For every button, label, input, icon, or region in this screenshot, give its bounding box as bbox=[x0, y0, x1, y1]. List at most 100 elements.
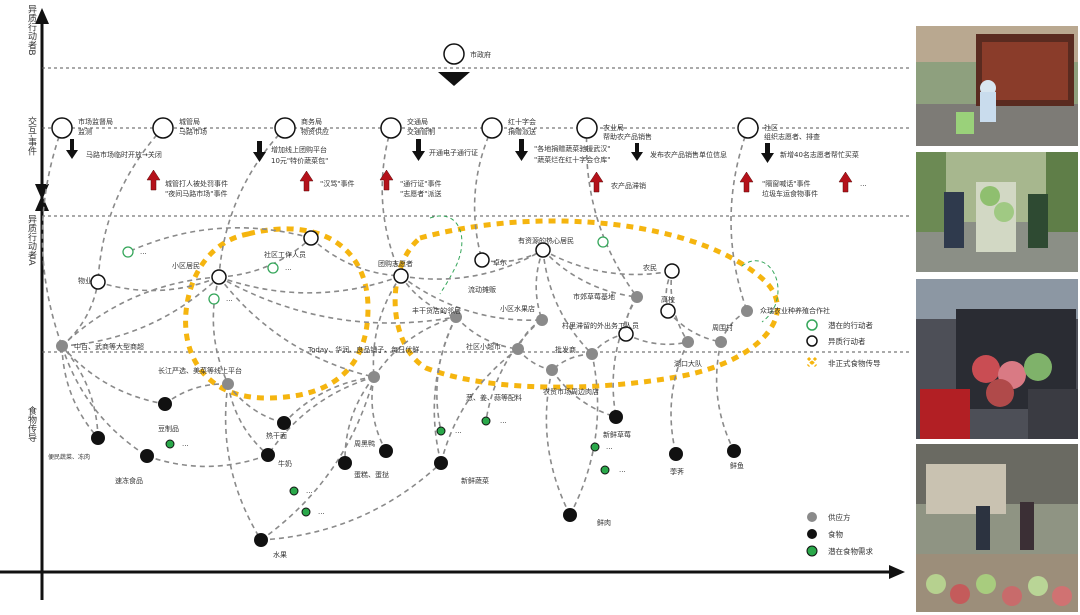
supplier-fruit-shop[interactable]: 小区水果店 bbox=[500, 304, 548, 326]
network-link bbox=[61, 345, 166, 405]
food-zhouheiya[interactable]: 周黑鸭 bbox=[354, 439, 393, 458]
network-link bbox=[371, 376, 387, 452]
actor-zhuoer[interactable]: 卓尔 bbox=[474, 252, 507, 268]
svg-text:牛奶: 牛奶 bbox=[278, 459, 292, 468]
supplier-dry-goods-neighbor[interactable]: 丰干货店的邻居 bbox=[412, 306, 462, 323]
actor-groupbuy-volunteer[interactable]: 团购志愿者 bbox=[378, 259, 413, 284]
network-link bbox=[542, 249, 638, 298]
food-condiments[interactable]: 葱、姜、蒜等配料 bbox=[466, 393, 522, 402]
actors-a: 物业 小区居民 社区工作人员 团购志愿者 卓尔 有资源的热心居民 农民 高校 bbox=[78, 230, 680, 342]
actor-resident-volunteer[interactable]: 有资源的热心居民 bbox=[518, 236, 574, 258]
actor-b-community[interactable]: 社区 组织志愿者、排查 bbox=[737, 117, 820, 141]
food-strawberry[interactable]: 新鲜草莓 bbox=[603, 410, 631, 439]
food-milk[interactable]: 牛奶 bbox=[261, 448, 292, 468]
actor-community-worker[interactable]: 社区工作人员 bbox=[264, 230, 319, 259]
network-link bbox=[485, 319, 542, 422]
actor-b-commerce[interactable]: 商务局 物资供应 bbox=[274, 117, 329, 139]
informal-transfer-rings bbox=[183, 218, 780, 401]
actor-b-red-cross[interactable]: 红十字会 捐赠派送 bbox=[481, 117, 536, 139]
svg-text:周围村: 周围村 bbox=[712, 323, 733, 332]
supplier-meat-shops[interactable]: 农贸市场周边肉店 bbox=[543, 364, 599, 396]
legend-informal-transfer: 非正式食物传导 bbox=[806, 356, 881, 368]
svg-text:帮助农产品销售: 帮助农产品销售 bbox=[603, 132, 652, 141]
actor-property[interactable]: 物业 bbox=[78, 274, 106, 290]
network-link bbox=[283, 376, 375, 424]
svg-text:Today、华润、良品铺子、每日优鲜: Today、华润、良品铺子、每日优鲜 bbox=[307, 345, 419, 354]
supplier-online-platforms[interactable]: 长江严选、美菜等线上平台 bbox=[158, 366, 242, 390]
network-link bbox=[61, 276, 220, 347]
svg-text:村里滞留的外出务工人员: 村里滞留的外出务工人员 bbox=[562, 321, 639, 330]
svg-text:社区小超市: 社区小超市 bbox=[466, 342, 501, 351]
actor-farmer[interactable]: 农民 bbox=[643, 263, 680, 279]
potential-demand bbox=[165, 416, 610, 517]
potential-actors bbox=[122, 236, 609, 305]
svg-text:市郊草莓基地: 市郊草莓基地 bbox=[573, 292, 615, 301]
actor-migrant-workers[interactable]: 村里滞留的外出务工人员 bbox=[562, 321, 639, 342]
network-link bbox=[730, 127, 749, 312]
svg-text:批发商: 批发商 bbox=[555, 345, 576, 354]
legend-actors: 潜在的行动者 异质行动者 非正式食物传导 bbox=[806, 319, 881, 368]
network-link bbox=[61, 345, 99, 439]
food-fish[interactable]: 鲜鱼 bbox=[727, 444, 744, 470]
actor-b-market-supervision[interactable]: 市场监督局 监测 bbox=[51, 117, 113, 139]
network-link bbox=[127, 227, 312, 253]
actor-b-agriculture[interactable]: 农业局 帮助农产品销售 bbox=[576, 117, 652, 141]
event-more: ... bbox=[860, 180, 867, 188]
actor-university[interactable]: 高校 bbox=[660, 295, 676, 319]
actor-b-transport[interactable]: 交通局 交通管制 bbox=[380, 117, 435, 139]
food-hot-noodles[interactable]: 热干面 bbox=[266, 416, 291, 440]
supplier-cooperative[interactable]: 众瑞农业种养殖合作社 bbox=[741, 305, 830, 317]
actor-residents[interactable]: 小区居民 bbox=[172, 261, 227, 285]
supplier-today-chain[interactable]: Today、华润、良品铺子、每日优鲜 bbox=[307, 345, 419, 383]
svg-text:中百、武商等大型商超: 中百、武商等大型商超 bbox=[74, 342, 144, 351]
food-frozen[interactable]: 速冻食品 bbox=[115, 449, 154, 485]
food-cake[interactable]: 蛋糕、蛋挞 bbox=[338, 456, 389, 479]
food-meat[interactable]: 鲜肉 bbox=[563, 508, 611, 527]
food-fresh-veg[interactable]: 新鲜蔬菜 bbox=[434, 456, 489, 485]
network-link bbox=[455, 316, 519, 350]
svg-text:小区居民: 小区居民 bbox=[172, 261, 200, 270]
potential-actor-3 bbox=[208, 293, 220, 305]
event-pass: "通行证"事件 bbox=[400, 179, 441, 188]
supplier-wholesaler[interactable]: 批发商 bbox=[555, 345, 598, 360]
network-link bbox=[41, 127, 63, 347]
network-link bbox=[218, 276, 375, 378]
supplier-village-team[interactable]: 湖口大队 bbox=[674, 336, 702, 368]
government-node[interactable]: 市政府 bbox=[438, 43, 491, 86]
network-link bbox=[545, 369, 571, 516]
network-link bbox=[400, 275, 457, 318]
potential-loops bbox=[429, 215, 779, 323]
supplier-strawberry-base[interactable]: 市郊草莓基地 bbox=[573, 291, 643, 303]
svg-text:供应方: 供应方 bbox=[828, 512, 851, 522]
legend-supplier: 供应方 bbox=[807, 512, 851, 522]
potential-actor-1 bbox=[122, 246, 134, 258]
network-link bbox=[164, 383, 229, 405]
event-beating: 城管打人被处罚事件 bbox=[165, 179, 228, 188]
network-link bbox=[61, 345, 99, 439]
supplier-supermarkets[interactable]: 中百、武商等大型商超 bbox=[56, 340, 144, 352]
event-volunteers: 新增40名志愿者帮忙买菜 bbox=[780, 150, 859, 159]
network-link bbox=[670, 341, 689, 455]
photo-van-unloading bbox=[916, 279, 1078, 439]
event-e-pass: 开通电子通行证 bbox=[429, 148, 478, 157]
svg-text:荸荠: 荸荠 bbox=[670, 467, 684, 476]
svg-text:城管局: 城管局 bbox=[179, 117, 200, 126]
actor-b-urban-management[interactable]: 城管局 马路市场 bbox=[152, 117, 207, 139]
food-tofu[interactable]: 豆制品 bbox=[158, 397, 179, 433]
svg-text:潜在食物需求: 潜在食物需求 bbox=[828, 546, 873, 556]
svg-text:商务局: 商务局 bbox=[301, 117, 322, 126]
network-link bbox=[400, 275, 543, 322]
network-link bbox=[372, 275, 402, 378]
supplier-nearby-village[interactable]: 周围村 bbox=[712, 323, 733, 348]
network-link bbox=[585, 127, 638, 298]
potential-actor-2 bbox=[267, 262, 279, 274]
food-water-chestnut[interactable]: 荸荠 bbox=[669, 447, 684, 476]
food-veg-meat[interactable]: 便民蔬菜、冻肉 bbox=[48, 431, 105, 461]
network-link bbox=[433, 316, 457, 464]
legend-heter-actor: 异质行动者 bbox=[806, 335, 866, 347]
food-fruit[interactable]: 水果 bbox=[254, 533, 287, 559]
photo-delivery-truck bbox=[916, 26, 1078, 146]
supplier-community-mart[interactable]: 社区小超市 bbox=[466, 342, 524, 355]
legend-potential-actor: 潜在的行动者 bbox=[806, 319, 873, 331]
event-rotting: "蔬菜烂在红十字会仓库" bbox=[534, 155, 610, 164]
